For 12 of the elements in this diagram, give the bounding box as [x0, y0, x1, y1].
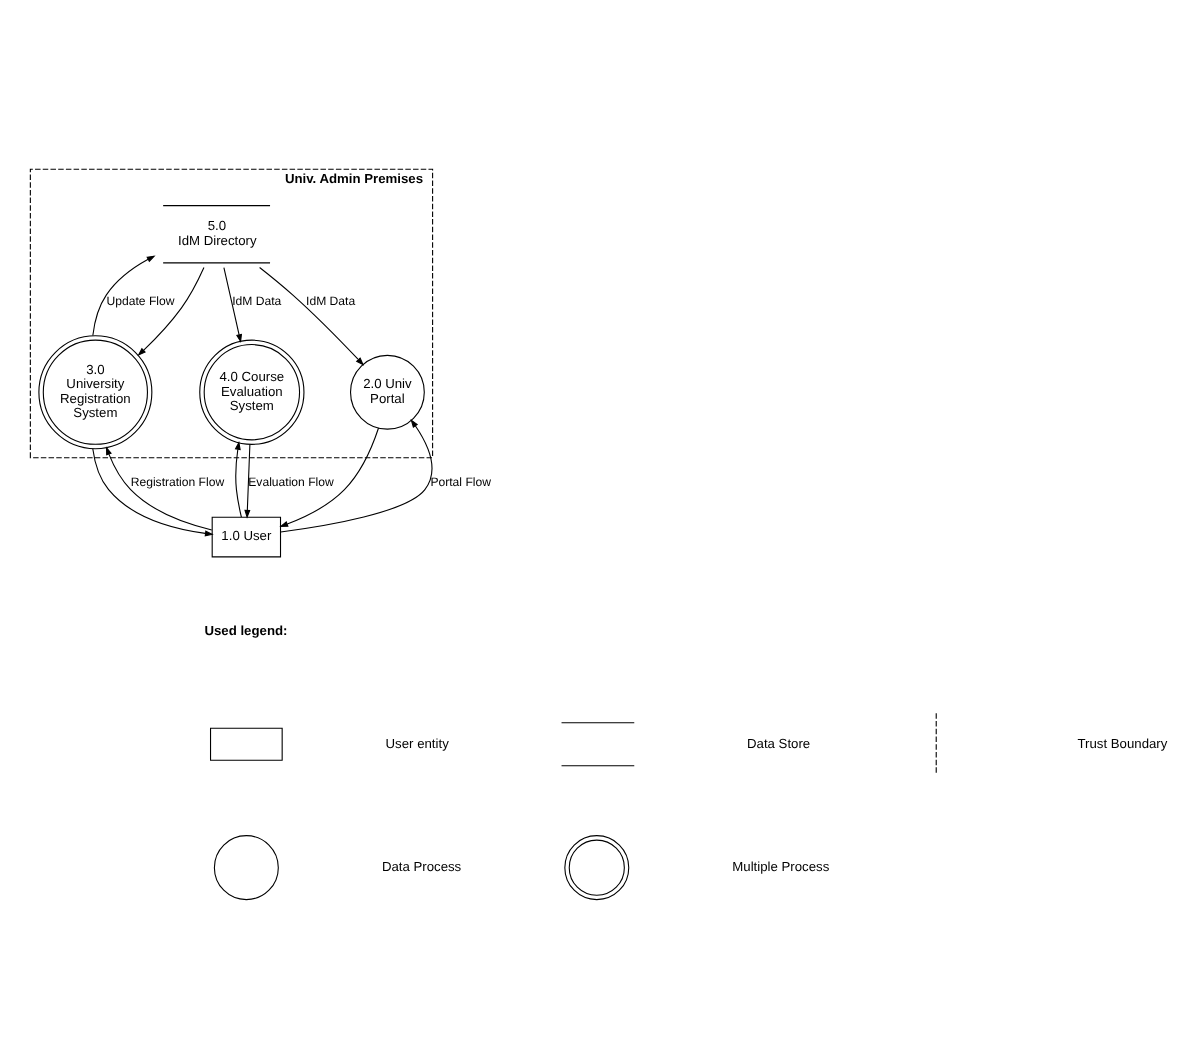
arrow: [280, 418, 433, 532]
node-box: [210, 726, 283, 760]
arrow: [244, 442, 251, 518]
arrow: [92, 447, 214, 536]
arrow: [105, 445, 213, 530]
arrow: [259, 265, 365, 365]
node-circle: [213, 834, 279, 900]
arrow: [234, 440, 242, 517]
arrow: [279, 426, 380, 526]
arrow: [92, 254, 156, 336]
arrow: [223, 266, 243, 343]
arrow: [137, 265, 205, 356]
